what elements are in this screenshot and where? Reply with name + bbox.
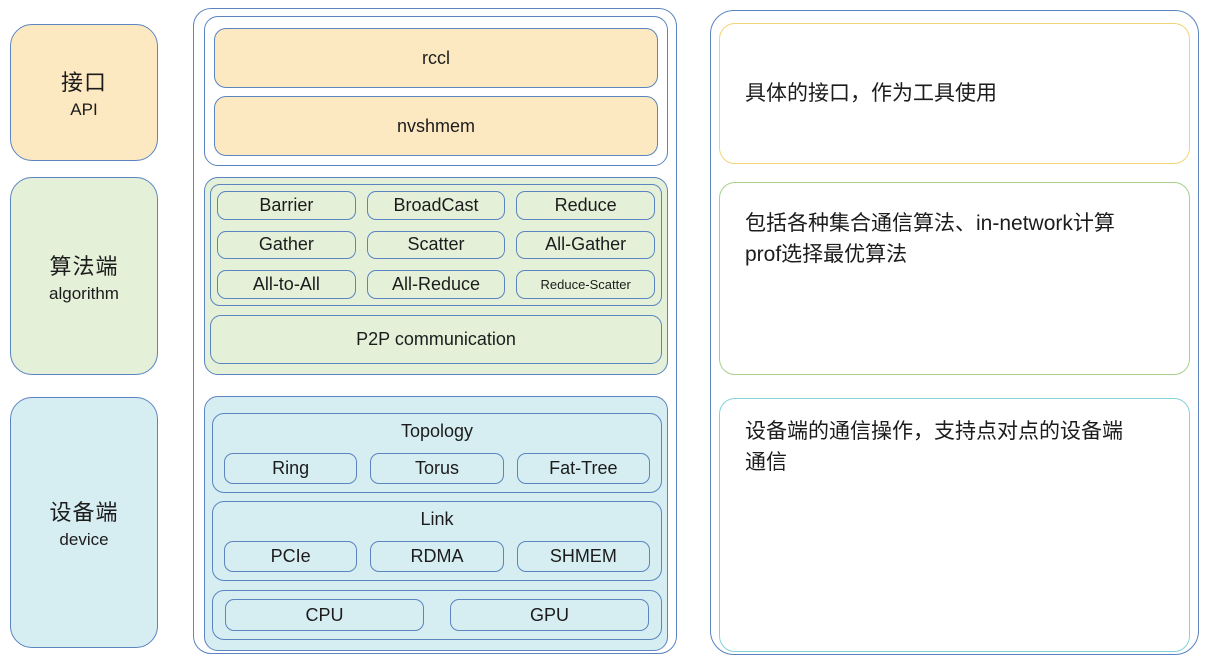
- compute-gpu: GPU: [450, 599, 649, 631]
- compute-group: CPU GPU: [212, 590, 662, 640]
- notes-container: 具体的接口，作为工具使用 包括各种集合通信算法、in-network计算 pro…: [710, 10, 1199, 655]
- link-pcie: PCIe: [224, 541, 358, 572]
- p2p-communication-box: P2P communication: [210, 315, 662, 364]
- compute-cpu: CPU: [225, 599, 424, 631]
- layer-label-api: 接口 API: [10, 24, 158, 161]
- link-rdma: RDMA: [370, 541, 504, 572]
- compute-row: CPU GPU: [225, 599, 649, 631]
- op-all-reduce: All-Reduce: [366, 270, 506, 299]
- topology-row: Ring Torus Fat-Tree: [224, 453, 650, 484]
- collective-ops-grid: Barrier BroadCast Reduce Gather Scatter …: [210, 184, 662, 306]
- note-api: 具体的接口，作为工具使用: [719, 23, 1190, 164]
- topology-ring: Ring: [224, 453, 358, 484]
- op-barrier: Barrier: [217, 191, 356, 220]
- layer-label-algorithm-en: algorithm: [49, 283, 119, 303]
- link-group: Link PCIe RDMA SHMEM: [212, 501, 662, 581]
- op-reduce-scatter: Reduce-Scatter: [516, 270, 655, 299]
- algorithm-section: Barrier BroadCast Reduce Gather Scatter …: [204, 177, 668, 375]
- layer-label-device-en: device: [59, 530, 109, 549]
- link-shmem: SHMEM: [516, 541, 650, 572]
- layer-label-algorithm: 算法端 algorithm: [10, 177, 158, 375]
- topology-torus: Torus: [370, 453, 504, 484]
- op-all-gather: All-Gather: [516, 230, 655, 260]
- op-reduce: Reduce: [516, 191, 655, 220]
- layer-label-device-zh: 设备端: [49, 500, 119, 525]
- topology-fat-tree: Fat-Tree: [516, 453, 650, 484]
- link-title: Link: [420, 509, 454, 529]
- op-scatter: Scatter: [366, 230, 506, 260]
- note-algorithm: 包括各种集合通信算法、in-network计算 prof选择最优算法: [719, 182, 1190, 375]
- note-device: 设备端的通信操作，支持点对点的设备端 通信: [719, 398, 1190, 652]
- layer-label-algorithm-zh: 算法端: [49, 253, 119, 279]
- layer-label-device: 设备端 device: [10, 397, 158, 648]
- stack-container: rccl nvshmem Barrier BroadCast Reduce Ga…: [193, 8, 677, 654]
- topology-group: Topology Ring Torus Fat-Tree: [212, 413, 662, 493]
- device-section: Topology Ring Torus Fat-Tree Link PCIe R…: [204, 396, 668, 651]
- layer-label-api-zh: 接口: [60, 70, 107, 95]
- api-item-nvshmem: nvshmem: [214, 96, 658, 156]
- layer-label-api-en: API: [70, 100, 98, 119]
- api-section: rccl nvshmem: [204, 16, 668, 166]
- link-row: PCIe RDMA SHMEM: [224, 541, 650, 572]
- op-broadcast: BroadCast: [366, 191, 506, 220]
- topology-title: Topology: [400, 421, 474, 441]
- op-all-to-all: All-to-All: [217, 270, 356, 299]
- op-gather: Gather: [217, 230, 356, 260]
- api-item-rccl: rccl: [214, 28, 658, 88]
